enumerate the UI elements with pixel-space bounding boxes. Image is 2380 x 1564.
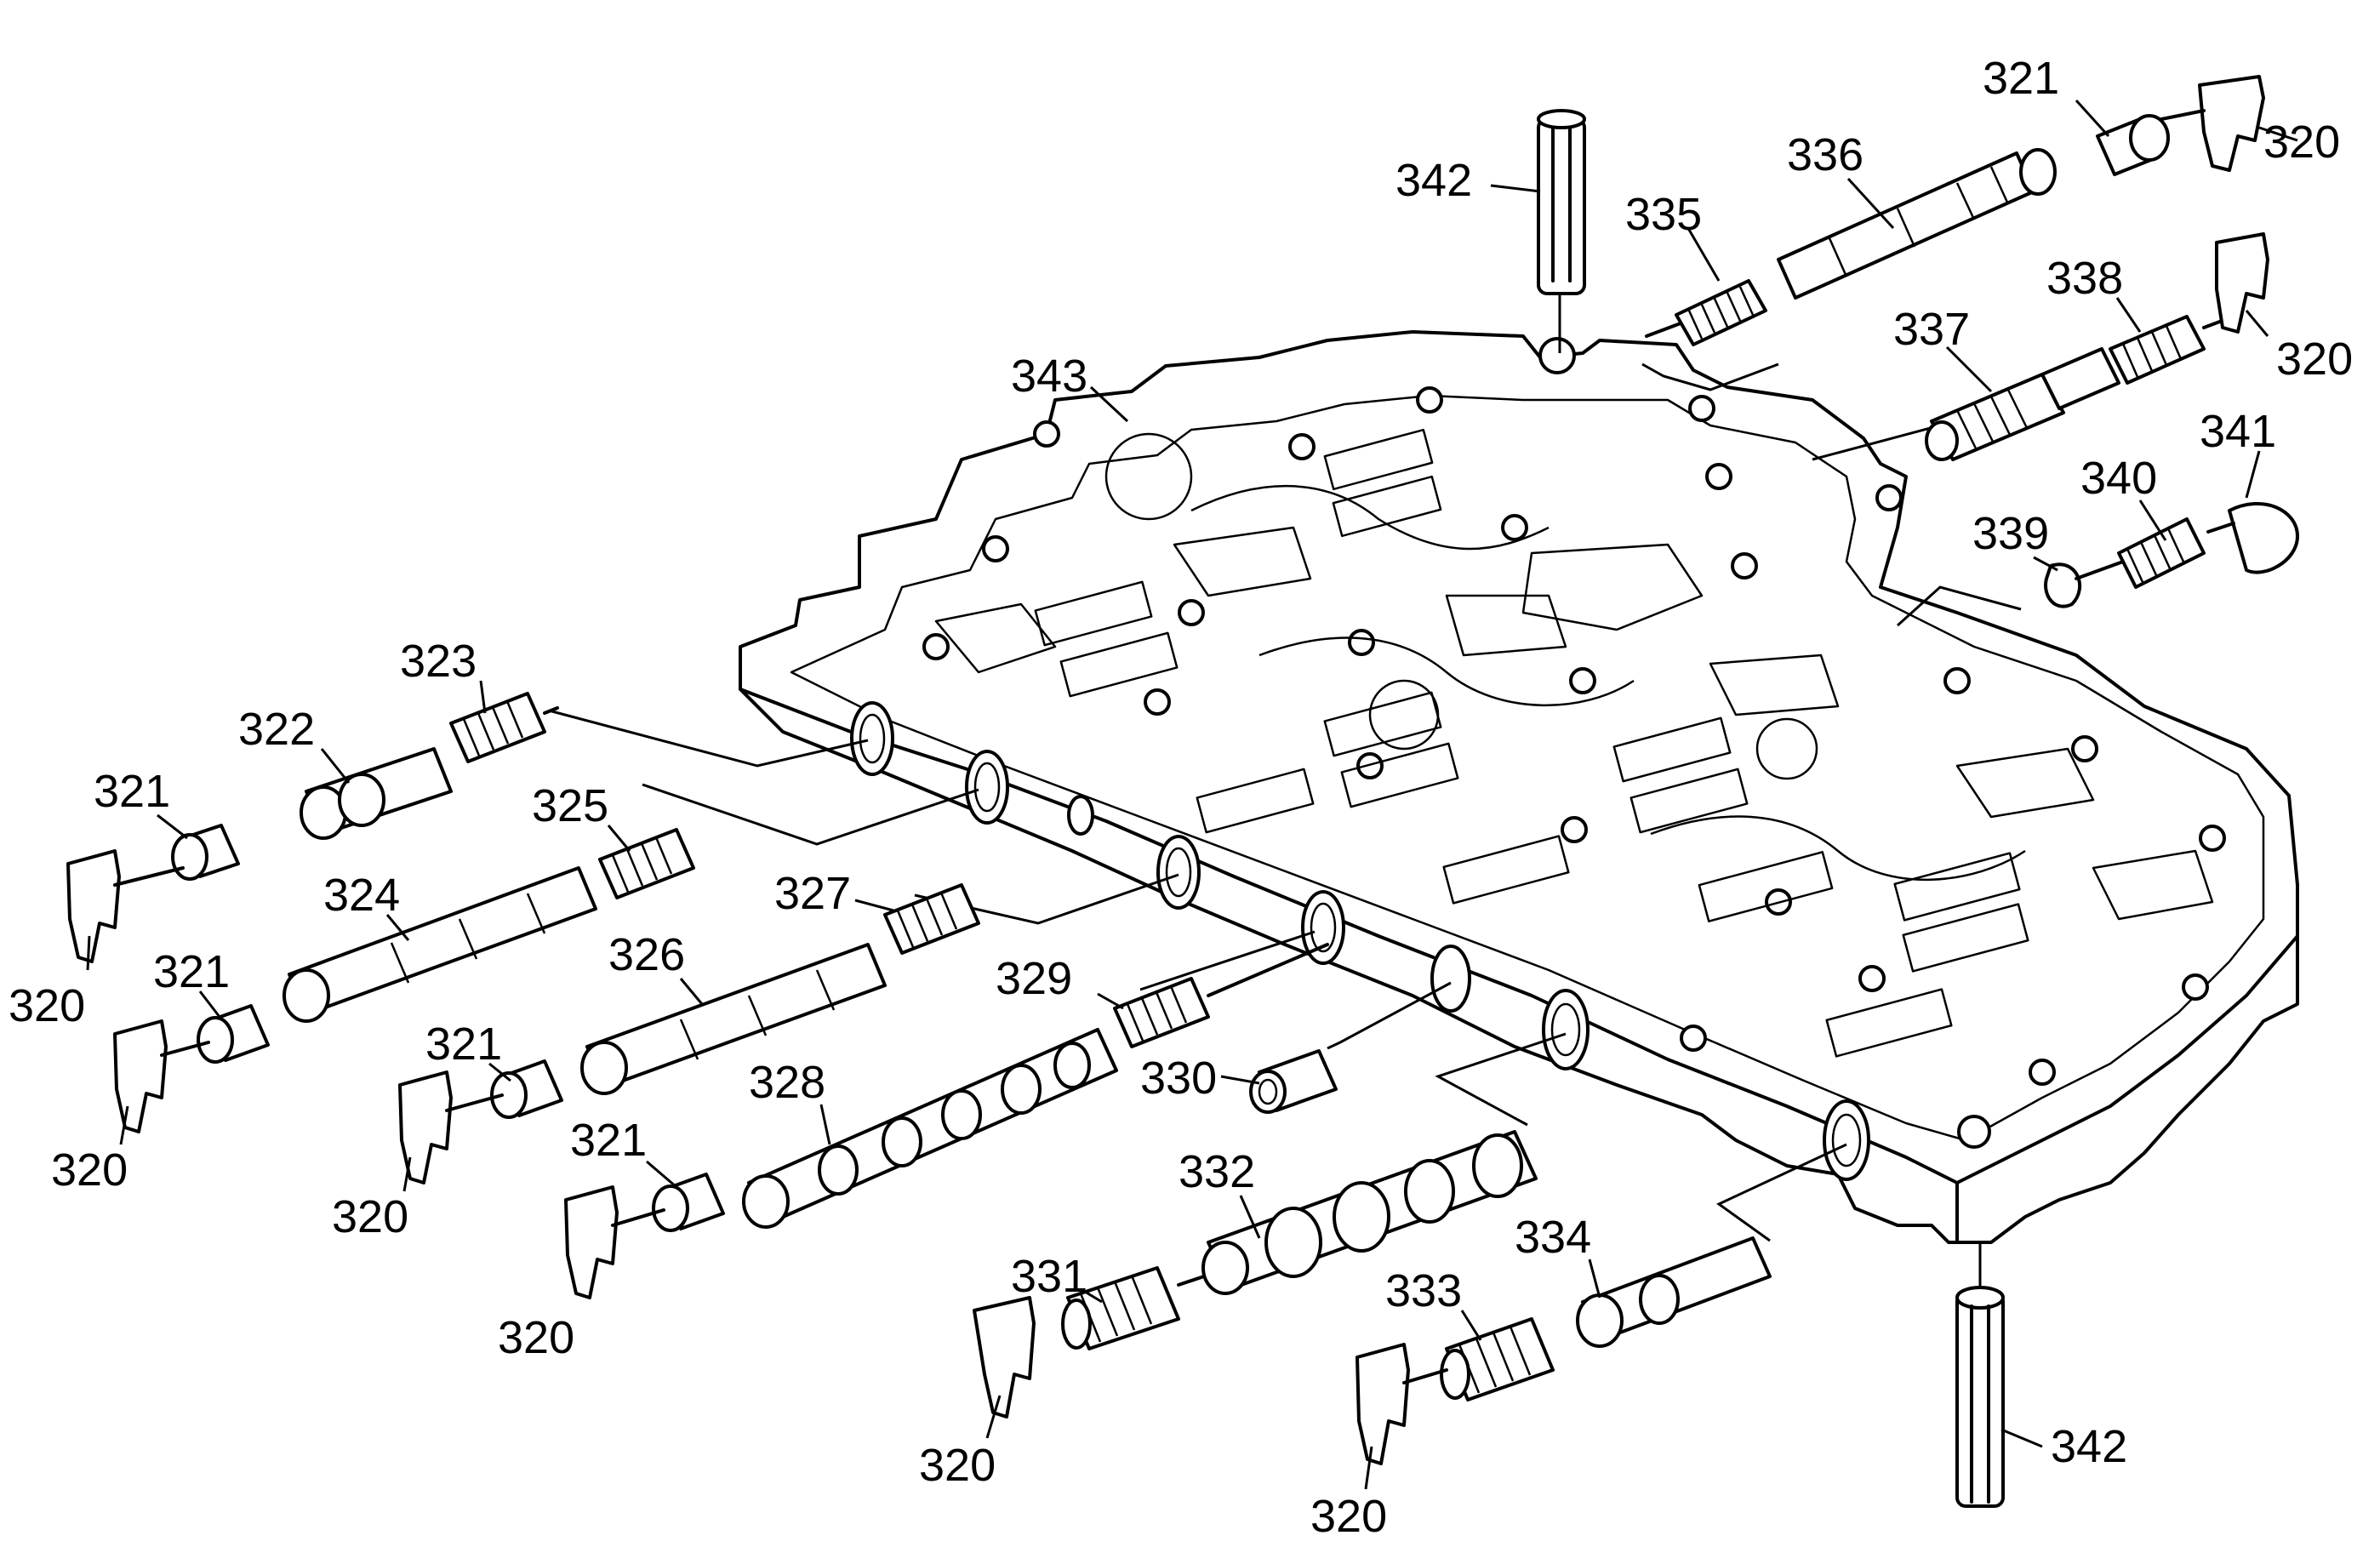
callout-333: 333 [1385, 1265, 1462, 1316]
plug-321-c [490, 1059, 563, 1119]
callout-332: 332 [1179, 1146, 1255, 1197]
valve-322 [300, 747, 453, 840]
callout-330: 330 [1140, 1053, 1217, 1104]
valve-334 [1576, 1236, 1772, 1348]
valve-337 [1925, 347, 2120, 461]
callout-320-e: 320 [919, 1440, 996, 1491]
callout-323: 323 [400, 636, 477, 687]
retainer-clip-320-f [1356, 1343, 1448, 1465]
valve-332 [1177, 1130, 1538, 1295]
retainer-clip-320-top [2160, 75, 2265, 172]
callout-334: 334 [1515, 1212, 1591, 1263]
callout-339: 339 [1972, 508, 2049, 559]
callout-320-right: 320 [2276, 334, 2353, 385]
plug-321-b [197, 1004, 270, 1064]
callout-336: 336 [1787, 129, 1863, 180]
retainer-clip-320-b [113, 1019, 210, 1133]
valve-body-343 [739, 330, 2299, 1244]
callout-321-d: 321 [570, 1115, 647, 1166]
spring-335 [1645, 279, 1767, 346]
plug-321-d [652, 1173, 725, 1232]
retainer-clip-320-a [66, 849, 185, 963]
dowel-pin-342-bottom [1955, 1286, 2005, 1508]
callout-320-b: 320 [51, 1144, 128, 1196]
callout-340: 340 [2080, 453, 2157, 504]
plug-341 [2206, 501, 2299, 574]
spring-338 [2109, 313, 2240, 385]
ball-339 [2044, 562, 2082, 608]
valve-336 [1777, 148, 2057, 300]
retainer-clip-320-right [2215, 232, 2269, 334]
callout-325: 325 [532, 780, 608, 831]
valve-326 [580, 943, 887, 1095]
spring-340 [2075, 517, 2206, 589]
spring-333 [1440, 1317, 1555, 1401]
spring-325 [598, 828, 695, 899]
callout-329: 329 [996, 953, 1072, 1004]
callout-320-top: 320 [2263, 117, 2340, 168]
assembly-lines [548, 294, 2022, 1293]
callout-327: 327 [774, 868, 851, 919]
callout-328: 328 [749, 1057, 825, 1108]
callout-320-d: 320 [498, 1312, 574, 1363]
plug-321-top [2096, 114, 2170, 176]
callout-337: 337 [1893, 304, 1970, 355]
callout-labels: 321 320 336 342 335 338 320 337 343 341 … [9, 53, 2353, 1542]
retainer-clip-320-c [398, 1070, 504, 1184]
sleeve-330 [1249, 1049, 1338, 1114]
callout-321-a: 321 [94, 766, 170, 817]
callout-342-top: 342 [1395, 155, 1472, 206]
callout-342-bottom: 342 [2051, 1421, 2127, 1472]
callout-335: 335 [1625, 189, 1702, 240]
callout-leaders [86, 99, 2298, 1490]
callout-338: 338 [2046, 253, 2123, 304]
spring-327 [883, 883, 980, 955]
callout-320-c: 320 [332, 1191, 408, 1242]
valve-324 [283, 866, 597, 1023]
retainer-clip-320-e [973, 1296, 1036, 1418]
callout-322: 322 [238, 704, 315, 755]
spring-331 [1061, 1266, 1180, 1350]
plug-321-a [171, 824, 240, 881]
valve-328 [742, 1028, 1118, 1229]
callout-320-a: 320 [9, 980, 85, 1031]
callout-343: 343 [1011, 351, 1087, 402]
callout-341: 341 [2200, 406, 2276, 457]
callout-320-f: 320 [1310, 1491, 1387, 1542]
callout-326: 326 [608, 929, 685, 980]
callout-321-top: 321 [1983, 53, 2059, 104]
spring-329 [1113, 943, 1329, 1048]
callout-321-b: 321 [153, 946, 230, 997]
callout-324: 324 [323, 870, 400, 921]
retainer-clip-320-d [564, 1185, 665, 1299]
dowel-pin-342-top [1537, 109, 1586, 295]
spring-323 [449, 692, 559, 763]
callout-321-c: 321 [425, 1019, 502, 1070]
callout-331: 331 [1011, 1251, 1087, 1302]
